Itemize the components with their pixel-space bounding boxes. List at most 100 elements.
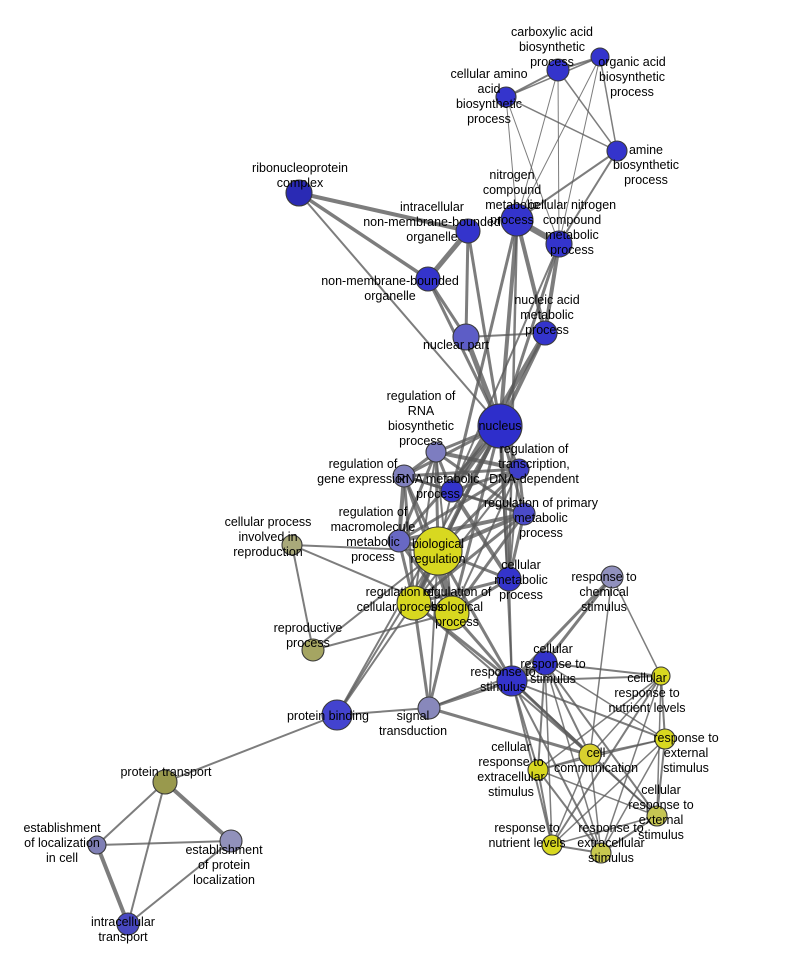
graph-edge-bioreg-pb xyxy=(336,550,439,716)
graph-node-elic[interactable] xyxy=(87,835,107,855)
graph-edge-org-amine xyxy=(599,56,618,152)
graph-edge-crs-crext xyxy=(544,662,658,817)
graph-node-ncmp[interactable] xyxy=(500,203,534,237)
graph-node-epl[interactable] xyxy=(219,829,243,853)
graph-node-namp[interactable] xyxy=(532,320,558,346)
graph-edge-pb-pt xyxy=(164,714,338,783)
graph-node-nmbo[interactable] xyxy=(415,266,441,292)
edge-layer xyxy=(95,56,666,925)
graph-node-repro[interactable] xyxy=(301,638,325,662)
graph-edge-org-ncmp xyxy=(516,56,601,221)
graph-node-rge[interactable] xyxy=(392,464,416,488)
graph-edge-rs-rchem xyxy=(510,575,614,683)
graph-edge-rtdd-rnam xyxy=(451,467,520,493)
graph-node-st[interactable] xyxy=(417,696,441,720)
graph-node-pb[interactable] xyxy=(321,699,353,731)
graph-edge-carb-ncmp xyxy=(516,69,559,221)
graph-node-nuc[interactable] xyxy=(477,403,523,449)
graph-node-rnp[interactable] xyxy=(285,179,313,207)
graph-node-cc[interactable] xyxy=(578,743,602,767)
graph-node-amine[interactable] xyxy=(606,140,628,162)
graph-edge-crnl-cres xyxy=(537,675,662,771)
graph-node-cres[interactable] xyxy=(527,759,549,781)
graph-node-cmet[interactable] xyxy=(496,566,522,592)
graph-edge-pt-elic xyxy=(96,781,166,846)
graph-node-org[interactable] xyxy=(590,47,610,67)
graph-edge-rcp-pb xyxy=(336,602,415,716)
graph-node-rtdd[interactable] xyxy=(508,458,530,480)
graph-node-rnam[interactable] xyxy=(440,479,464,503)
graph-edge-rnp-nmbo xyxy=(298,191,429,281)
graph-node-rmmp[interactable] xyxy=(387,529,411,553)
graph-node-cpir[interactable] xyxy=(281,534,303,556)
graph-node-inmbo[interactable] xyxy=(455,218,481,244)
graph-node-rchem[interactable] xyxy=(600,565,624,589)
graph-node-caa[interactable] xyxy=(495,86,517,108)
graph-node-rrna[interactable] xyxy=(425,441,447,463)
graph-node-carb[interactable] xyxy=(546,58,570,82)
graph-edge-carb-cncmp xyxy=(557,69,560,245)
graph-node-res[interactable] xyxy=(654,728,676,750)
graph-edge-cmet-rs xyxy=(508,578,513,682)
graph-node-pt[interactable] xyxy=(152,769,178,795)
graph-edge-res-rextra xyxy=(600,738,666,854)
graph-edge-cc-rextra xyxy=(589,754,602,854)
graph-edge-epl-it xyxy=(127,840,232,925)
graph-node-crnl[interactable] xyxy=(651,666,671,686)
graph-node-it[interactable] xyxy=(116,912,140,936)
graph-edge-rtdd-rcp xyxy=(413,468,520,604)
graph-node-rs[interactable] xyxy=(496,665,528,697)
graph-edge-crs-rchem xyxy=(543,576,614,664)
graph-edge-caa-cncmp xyxy=(505,96,560,245)
graph-edge-rbp-repro xyxy=(312,612,453,651)
graph-node-rextra[interactable] xyxy=(590,842,612,864)
graph-edge-rnp-nuc xyxy=(298,192,501,427)
graph-edge-rs-crnl xyxy=(511,675,662,682)
graph-edge-rnam-rpmp xyxy=(451,490,525,515)
graph-edge-cncmp-namp xyxy=(543,243,561,334)
graph-node-crext[interactable] xyxy=(646,805,668,827)
graph-node-cncmp[interactable] xyxy=(545,230,573,258)
graph-edge-inmbo-npart xyxy=(464,230,470,338)
graph-edge-pt-it xyxy=(127,781,166,925)
graph-edge-rs-rextra xyxy=(511,680,602,854)
node-label-npart: nuclear part xyxy=(423,338,490,352)
graph-node-rcp[interactable] xyxy=(396,585,432,621)
graph-edge-res-crext xyxy=(656,738,666,817)
graph-edge-crs-cres xyxy=(537,662,546,771)
graph-edge-rrna-rmmp xyxy=(397,451,438,542)
graph-edge-crs-st xyxy=(428,662,546,709)
node-label-pt: protein transport xyxy=(120,765,212,779)
graph-edge-caa-amine xyxy=(505,96,618,152)
graph-edge-cres-rnl xyxy=(537,769,553,846)
graph-edge-ncmp-nuc xyxy=(498,219,519,427)
graph-node-rnl[interactable] xyxy=(541,834,563,856)
graph-edge-bioreg-repro xyxy=(312,550,439,651)
graph-edge-crnl-rextra xyxy=(600,675,662,854)
graph-edge-rchem-cc xyxy=(589,576,613,756)
graph-node-bioreg[interactable] xyxy=(413,526,463,576)
graph-edge-pt-epl xyxy=(163,780,233,843)
graph-node-rbp[interactable] xyxy=(434,595,470,631)
graph-edge-crs-rnl xyxy=(544,662,553,846)
graph-node-rpmp[interactable] xyxy=(512,502,536,526)
graph-node-npart[interactable] xyxy=(452,323,480,351)
graph-node-crs[interactable] xyxy=(532,650,558,676)
graph-edge-cpir-repro xyxy=(291,544,314,651)
